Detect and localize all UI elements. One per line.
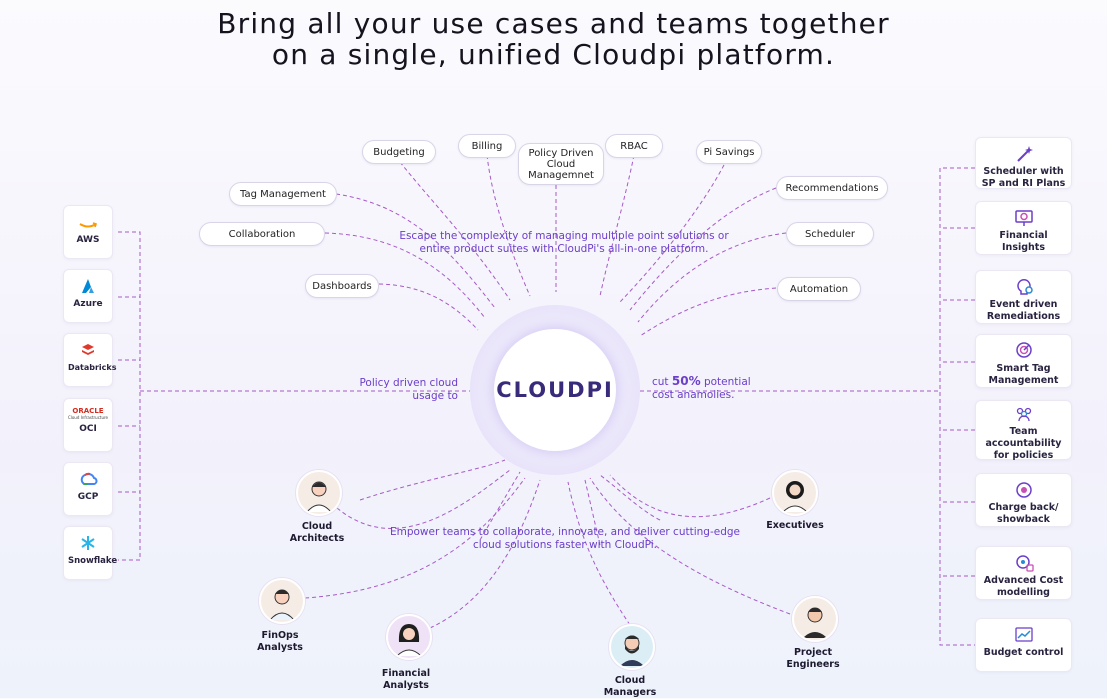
feature-pi-savings: Pi Savings	[696, 140, 762, 164]
title-line-1: Bring all your use cases and teams toget…	[217, 7, 890, 40]
feature-automation: Automation	[777, 277, 861, 301]
persona-executives: Executives	[766, 520, 824, 531]
provider-databricks: Databricks	[63, 333, 117, 387]
magic-wand-icon	[1016, 146, 1033, 162]
databricks-icon	[82, 344, 94, 355]
chargeback-icon	[1015, 482, 1032, 498]
feature-scheduler: Scheduler	[786, 222, 874, 246]
feature-dashboards: Dashboards	[305, 274, 379, 298]
left-description: Policy driven cloud usage to	[359, 377, 458, 402]
person-icon	[782, 481, 808, 513]
person-icon	[803, 607, 827, 638]
feature-tag-management: Tag Management	[229, 182, 337, 206]
feature-policy-driven: Policy Driven Cloud Managemnet	[518, 143, 604, 185]
capability-team-accountability: Team accountability for policies	[975, 400, 1072, 461]
feature-collaboration: Collaboration	[199, 222, 325, 246]
person-icon	[396, 624, 422, 657]
person-icon	[620, 635, 644, 666]
avatar-executives	[772, 470, 818, 516]
capability-budget-control: Budget control	[975, 618, 1072, 672]
highlight-percent: 50%	[671, 374, 701, 388]
top-description: Escape the complexity of managing multip…	[399, 230, 729, 255]
cost-model-icon	[1015, 555, 1034, 572]
provider-azure: Azure	[63, 269, 113, 323]
feature-rbac: RBAC	[605, 134, 663, 158]
avatar-project-engineers	[792, 596, 838, 642]
brand-logo-text: CLOUDPI	[496, 378, 614, 402]
gcp-icon	[80, 472, 98, 485]
aws-icon	[79, 222, 98, 228]
feature-recommendations: Recommendations	[776, 176, 888, 200]
azure-icon	[82, 279, 94, 293]
feature-billing: Billing	[458, 134, 516, 158]
capability-chargeback: Charge back/ showback	[975, 473, 1072, 527]
capability-financial-insights: Financial Insights	[975, 201, 1072, 255]
capability-smart-tag: Smart Tag Management	[975, 334, 1072, 388]
provider-gcp: GCP	[63, 462, 113, 516]
monitor-chart-icon	[1014, 210, 1033, 226]
budget-chart-icon	[1014, 627, 1033, 642]
avatar-cloud-managers	[609, 624, 655, 670]
page-title: Bring all your use cases and teams toget…	[0, 8, 1107, 70]
right-description: cut 50% potential cost anamolies.	[652, 374, 751, 402]
oracle-icon: ORACLE Cloud Infrastructure	[67, 407, 109, 421]
provider-aws: AWS	[63, 205, 113, 259]
capability-event-remediations: Event driven Remediations	[975, 270, 1072, 324]
bulb-gear-icon	[1016, 279, 1033, 295]
title-line-2: on a single, unified Cloudpi platform.	[271, 38, 836, 71]
avatar-finops-analysts	[259, 578, 305, 624]
team-icon	[1016, 407, 1031, 422]
avatar-cloud-architects	[296, 470, 342, 516]
core-logo: CLOUDPI	[494, 329, 616, 451]
snowflake-icon	[81, 536, 95, 550]
provider-oci: ORACLE Cloud Infrastructure OCI	[63, 398, 113, 452]
person-icon	[306, 481, 332, 513]
tag-target-icon	[1015, 342, 1032, 358]
person-icon	[269, 589, 295, 621]
feature-budgeting: Budgeting	[362, 140, 436, 164]
capability-scheduler-sp-ri: Scheduler with SP and RI Plans	[975, 137, 1072, 189]
capability-cost-modelling: Advanced Cost modelling	[975, 546, 1072, 600]
bottom-description: Empower teams to collaborate, innovate, …	[389, 526, 740, 551]
provider-snowflake: Snowflake	[63, 526, 117, 580]
avatar-financial-analysts	[386, 614, 432, 660]
